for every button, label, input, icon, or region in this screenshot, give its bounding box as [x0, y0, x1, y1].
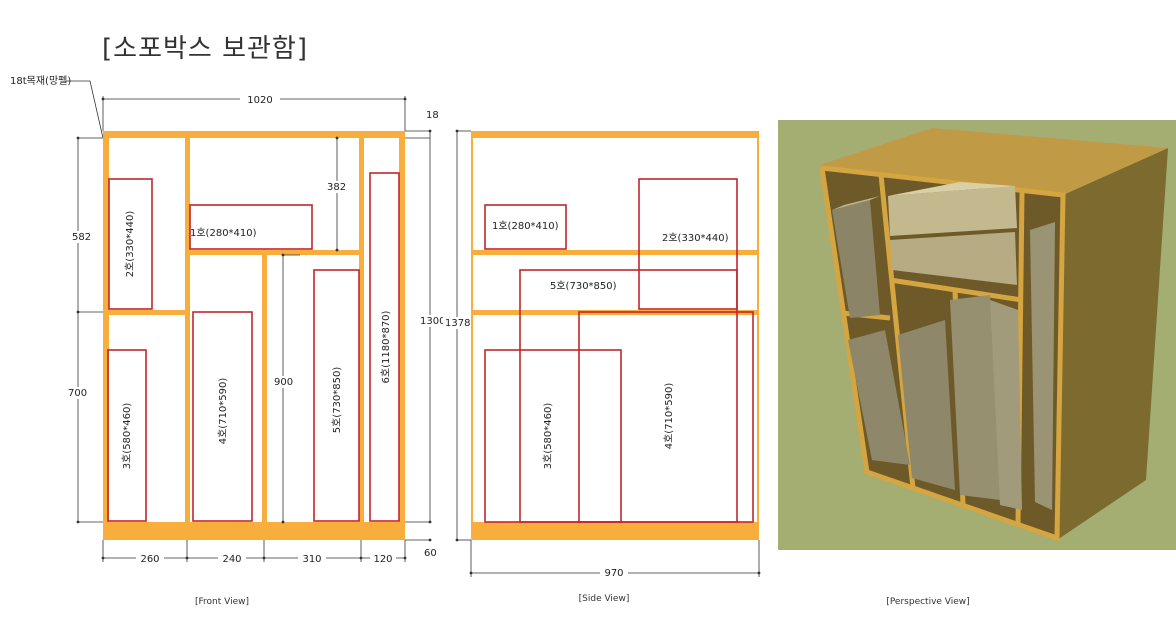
cabinet-side-face	[1057, 148, 1168, 540]
front-box-3-label: 3호(580*460)	[121, 403, 133, 470]
side-base	[471, 522, 759, 540]
dim-lower: 700	[68, 388, 87, 399]
material-note: 18t목재(망펠)	[10, 75, 71, 87]
dim-base: 60	[424, 548, 437, 559]
front-view: 18t목재(망펠) 1호(280*410) 2호(330*440) 3호(580	[10, 75, 445, 607]
side-frame	[471, 131, 759, 540]
side-box-1-label: 1호(280*410)	[492, 220, 559, 232]
page-title: [소포박스 보관함]	[102, 34, 308, 64]
front-box-3	[107, 349, 147, 522]
dim-bottom-2: 240	[222, 554, 241, 565]
side-box-3-label: 3호(580*460)	[542, 403, 554, 470]
front-boxes	[107, 172, 400, 522]
side-dimension-lines	[456, 130, 760, 577]
front-left-panel	[103, 131, 109, 540]
front-shelf-mid	[190, 250, 359, 255]
side-box-1	[484, 204, 567, 250]
front-box-6	[369, 172, 400, 522]
dim-shelf: 382	[327, 182, 346, 193]
dim-side-depth: 970	[604, 568, 623, 579]
cabinet-top-face	[820, 128, 1168, 195]
dim-side-height: 1378	[445, 318, 470, 329]
front-box-1-label: 1호(280*410)	[190, 227, 257, 239]
front-frame	[103, 131, 405, 540]
side-shelf-mid	[473, 250, 757, 255]
material-leader	[66, 80, 104, 139]
front-box-5	[313, 269, 360, 522]
side-box-4	[578, 311, 754, 523]
dim-upper: 582	[72, 232, 91, 243]
side-box-2	[638, 178, 738, 310]
side-boxes	[484, 178, 754, 523]
side-view-caption: [Side View]	[579, 594, 630, 604]
side-top-panel	[471, 131, 759, 138]
side-box-5	[519, 269, 738, 523]
dim-mid: 900	[274, 377, 293, 388]
side-box-3	[484, 349, 622, 523]
side-box-5-label: 5호(730*850)	[550, 280, 617, 292]
front-box-5-label: 5호(730*850)	[331, 367, 343, 434]
front-dimension-lines	[77, 96, 431, 562]
side-box-4-label: 4호(710*590)	[663, 383, 675, 450]
front-box-2	[108, 178, 153, 310]
front-box-1	[189, 204, 313, 250]
front-right-panel	[399, 131, 405, 540]
front-box-4	[192, 311, 253, 522]
dim-thickness: 18	[426, 110, 439, 121]
side-view: 1호(280*410) 2호(330*440) 5호(730*850) 3호(5…	[443, 129, 761, 604]
dim-bottom-1: 260	[140, 554, 159, 565]
perspective-view: [Perspective View]	[778, 120, 1176, 607]
front-box-2-label: 2호(330*440)	[124, 211, 136, 278]
front-box-4-label: 4호(710*590)	[217, 378, 229, 445]
front-divider-2	[262, 255, 267, 522]
front-shelf-left	[109, 310, 185, 315]
front-view-caption: [Front View]	[195, 597, 249, 607]
front-base	[103, 522, 405, 540]
dim-total-width: 1020	[247, 95, 272, 106]
front-divider-1	[185, 138, 190, 522]
perspective-view-caption: [Perspective View]	[886, 597, 969, 607]
front-divider-3	[359, 138, 364, 522]
dim-total-height: 1300	[420, 316, 445, 327]
dim-bottom-4: 120	[373, 554, 392, 565]
dim-bottom-3: 310	[302, 554, 321, 565]
front-top-panel	[103, 131, 405, 138]
perspective-boxes	[832, 182, 1055, 510]
side-box-2-label: 2호(330*440)	[662, 232, 729, 244]
front-box-6-label: 6호(1180*870)	[380, 310, 392, 383]
